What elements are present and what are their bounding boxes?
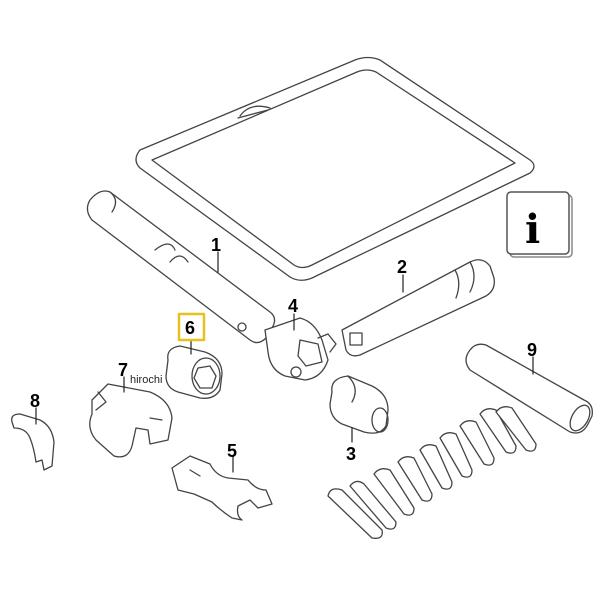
callout-2: 2 — [397, 257, 407, 277]
info-box — [506, 191, 573, 258]
highlight-box-6 — [177, 312, 206, 342]
part-2-extension — [341, 259, 495, 357]
callout-9: 9 — [527, 340, 537, 360]
tool-tray — [135, 56, 535, 281]
callout-5: 5 — [227, 441, 237, 461]
part-7-wrench — [89, 383, 173, 458]
callout-7: 7 — [118, 360, 128, 380]
callout-6: 6 — [185, 318, 195, 338]
part-4-ratchet — [264, 317, 337, 381]
part-8-hook-wrench — [11, 413, 55, 471]
callout-8: 8 — [30, 391, 40, 411]
leader-lines — [35, 251, 534, 473]
part-3-adapter — [329, 375, 389, 434]
watermark-text: hirochi — [130, 374, 162, 386]
part-5-flat-wrench — [171, 455, 273, 521]
callout-4: 4 — [288, 296, 298, 316]
info-icon: i — [525, 206, 540, 253]
part-6-socket — [165, 345, 223, 399]
callout-3: 3 — [346, 444, 356, 464]
part-9-tube — [465, 343, 593, 434]
screwdriver-bits — [327, 406, 537, 539]
callout-1: 1 — [211, 235, 221, 255]
